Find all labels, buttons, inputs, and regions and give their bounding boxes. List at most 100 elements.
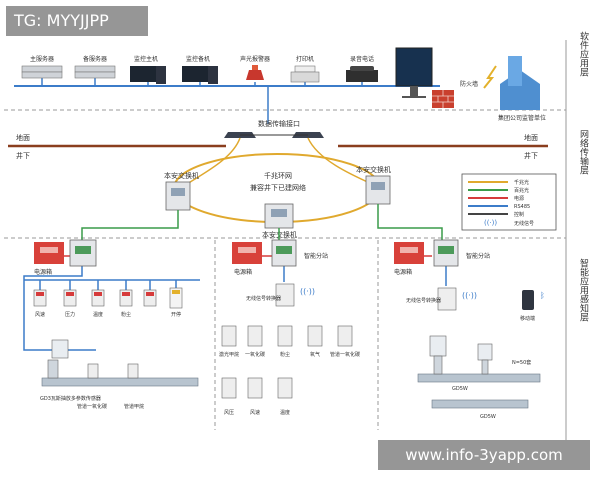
zone1-pipe-label-ch4: 管道甲烷 <box>124 403 144 410</box>
monitor-host-icon <box>130 66 166 84</box>
zone3-substation-label: 智能分站 <box>466 252 490 260</box>
zone2-sensor-icon <box>307 325 323 347</box>
zone3-wireless-converter-icon <box>437 287 457 311</box>
zone3-substation-icon <box>433 239 459 267</box>
dashboard-monitor-icon <box>395 47 433 98</box>
zone2-sensor-label: 风速 <box>250 410 260 416</box>
zone3-wireless-label: 无线信号转换器 <box>406 297 441 304</box>
device-label-monitor-backup: 监控备机 <box>186 55 210 63</box>
zone2-wireless-signal-icon: ((·)) <box>300 287 315 296</box>
legend-label-control: 控制 <box>514 211 524 218</box>
zone3-pipeline <box>417 335 541 409</box>
zone2-sensor-icon <box>221 325 237 347</box>
zone1-pipe-label-co: 管道一氧化碳 <box>77 403 107 410</box>
zone3-count-label: N=50套 <box>512 359 531 366</box>
zone2-sensor-icon <box>247 325 263 347</box>
zone1-power-box-icon <box>34 242 64 264</box>
legend-label-gigabit: 千兆光 <box>514 179 529 186</box>
zone1-sensor-row: 风速 压力 温度 粉尘 开停 <box>33 287 183 318</box>
device-label-main-server: 主服务器 <box>30 55 54 63</box>
zone3-power-box-icon <box>394 242 424 264</box>
zone1-sensor-label: 温度 <box>93 311 103 318</box>
legend: ((·)) 千兆光 百兆光 电源 RS485 控制 无线信号 <box>461 173 557 231</box>
ground-label-right: 地面 <box>524 133 538 142</box>
ring-caption-line2: 兼容井下已建网络 <box>250 183 306 192</box>
backup-server-icon <box>74 65 116 79</box>
zone3-power-box-label: 电源箱 <box>394 268 412 276</box>
printer-icon <box>290 65 320 83</box>
ring-switch-bottom-icon <box>264 203 294 229</box>
main-server-icon <box>21 65 63 79</box>
watermark-bottom: www.info-3yapp.com <box>378 440 590 470</box>
device-label-backup-server: 备服务器 <box>83 55 107 63</box>
zone3-wireless-signal-icon: ((·)) <box>462 291 477 300</box>
zone3-pipe-label-lower: GD5W <box>480 414 496 420</box>
ring-switch-left-label: 本安交换机 <box>164 171 199 180</box>
zone1-sensor-icon <box>143 289 157 307</box>
monitor-backup-icon <box>182 66 218 84</box>
device-label-phone: 录音电话 <box>350 55 374 63</box>
ring-switch-right-icon <box>365 175 391 205</box>
zone2-sensor-label: 一氧化碳 <box>245 351 265 358</box>
supervisor-label: 集团公司监管单位 <box>498 114 546 122</box>
zone2-sensor-label: 温度 <box>280 409 290 416</box>
firewall-label: 防火墙 <box>460 80 478 88</box>
watermark-top: TG: MYYJJPP <box>6 6 148 36</box>
data-interface-label: 数据传输接口 <box>258 119 300 128</box>
firewall-icon <box>432 90 454 108</box>
zone1-flowmeter-label: GD3瓦斯抽放多参数传感器 <box>40 395 101 402</box>
layer-label-software: 软件应用层 <box>578 30 589 77</box>
zone2-power-box-icon <box>232 242 262 264</box>
zone2-sensor-label: 激光甲烷 <box>219 351 239 358</box>
layer-dividers <box>4 109 566 430</box>
zone2-substation-label: 智能分站 <box>304 252 328 260</box>
legend-label-power: 电源 <box>514 195 524 202</box>
zone2-sensor-label: 粉尘 <box>280 351 290 358</box>
zone1-sensor-label: 粉尘 <box>121 311 131 318</box>
zone1-sensor-label: 压力 <box>65 311 75 318</box>
zone3-bluetooth-icon: ᛒ <box>540 291 545 300</box>
zone2-sensor-icon <box>277 325 293 347</box>
zone2-sensor-icon <box>277 377 293 399</box>
ring-switch-left-icon <box>165 181 191 211</box>
zone1-power-box-label: 电源箱 <box>34 268 52 276</box>
software-labels: 主服务器 备服务器 监控主机 监控备机 声光报警器 打印机 录音电话 防火墙 集… <box>30 55 546 122</box>
alarm-icon <box>246 65 264 80</box>
legend-label-rs485: RS485 <box>514 204 530 210</box>
zone1-flowmeter-icon <box>51 339 69 359</box>
zone2-sensor-label: 管道一氧化碳 <box>330 351 360 358</box>
supervisor-building-icon <box>483 56 540 110</box>
zone2-substation-icon <box>271 239 297 267</box>
underground-label-left: 井下 <box>16 151 30 160</box>
zone2-sensor-icon <box>337 325 353 347</box>
underground-label-right: 井下 <box>524 151 538 160</box>
zone3-mobile-icon <box>522 290 534 310</box>
zone1-sensor-icon <box>91 289 105 307</box>
device-label-alarm: 声光报警器 <box>240 55 270 63</box>
zone2-sensor-grid: 激光甲烷 一氧化碳 粉尘 氧气 管道一氧化碳 风压 风速 温度 <box>219 325 360 416</box>
legend-label-100m: 百兆光 <box>514 187 529 194</box>
zone2-sensor-icon <box>247 377 263 399</box>
zone2-power-box-label: 电源箱 <box>234 268 252 276</box>
zone2-wireless-label: 无线信号转换器 <box>246 295 281 302</box>
device-label-monitor-host: 监控主机 <box>134 55 158 63</box>
zone2-sensor-label: 氧气 <box>310 351 320 358</box>
ring-caption-line1: 千兆环网 <box>264 171 292 180</box>
device-label-printer: 打印机 <box>296 55 314 63</box>
zone1-sensor-icon <box>119 289 133 307</box>
zone3-mobile-label: 移动端 <box>520 315 535 322</box>
zone1-sensor-icon <box>33 289 47 307</box>
ring-switch-right-label: 本安交换机 <box>356 165 391 174</box>
zone3-pipe-label-upper: GD5W <box>452 386 468 392</box>
phone-icon <box>346 66 378 82</box>
zone1-sensor-icon <box>63 289 77 307</box>
zone1-sensor-label: 开停 <box>171 311 181 318</box>
layer-label-network: 网络传输层 <box>578 129 589 175</box>
zone1-substation-icon <box>69 239 97 267</box>
zone2-sensor-icon <box>221 377 237 399</box>
ground-label-left: 地面 <box>16 133 30 142</box>
zone2-wireless-converter-icon <box>275 283 295 307</box>
legend-wireless-icon: ((·)) <box>484 219 497 227</box>
zone2-sensor-label: 风压 <box>224 410 234 416</box>
